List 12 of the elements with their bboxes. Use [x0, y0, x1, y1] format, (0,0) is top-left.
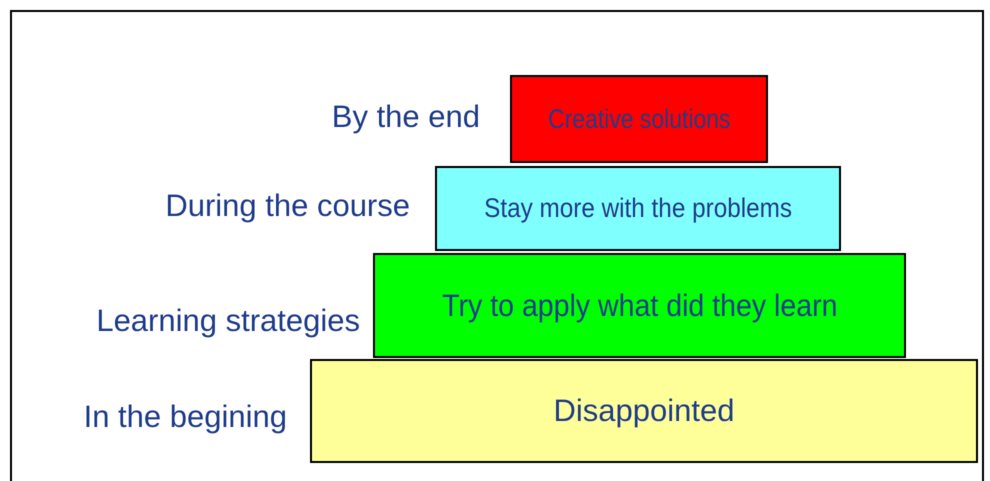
pyramid-tier — [510, 75, 768, 163]
stage-label: Learning strategies — [96, 303, 360, 339]
pyramid-tier — [310, 359, 978, 463]
pyramid-tier — [435, 166, 841, 251]
stage-label: During the course — [165, 188, 410, 224]
tier-label: Stay more with the problems — [484, 193, 792, 224]
tier-label: Creative solutions — [548, 104, 730, 134]
tier-label: Try to apply what did they learn — [442, 288, 838, 324]
pyramid-tier — [373, 253, 906, 358]
tier-label: Disappointed — [554, 393, 734, 429]
stage-label: By the end — [332, 99, 480, 135]
stage-label: In the begining — [84, 399, 287, 435]
